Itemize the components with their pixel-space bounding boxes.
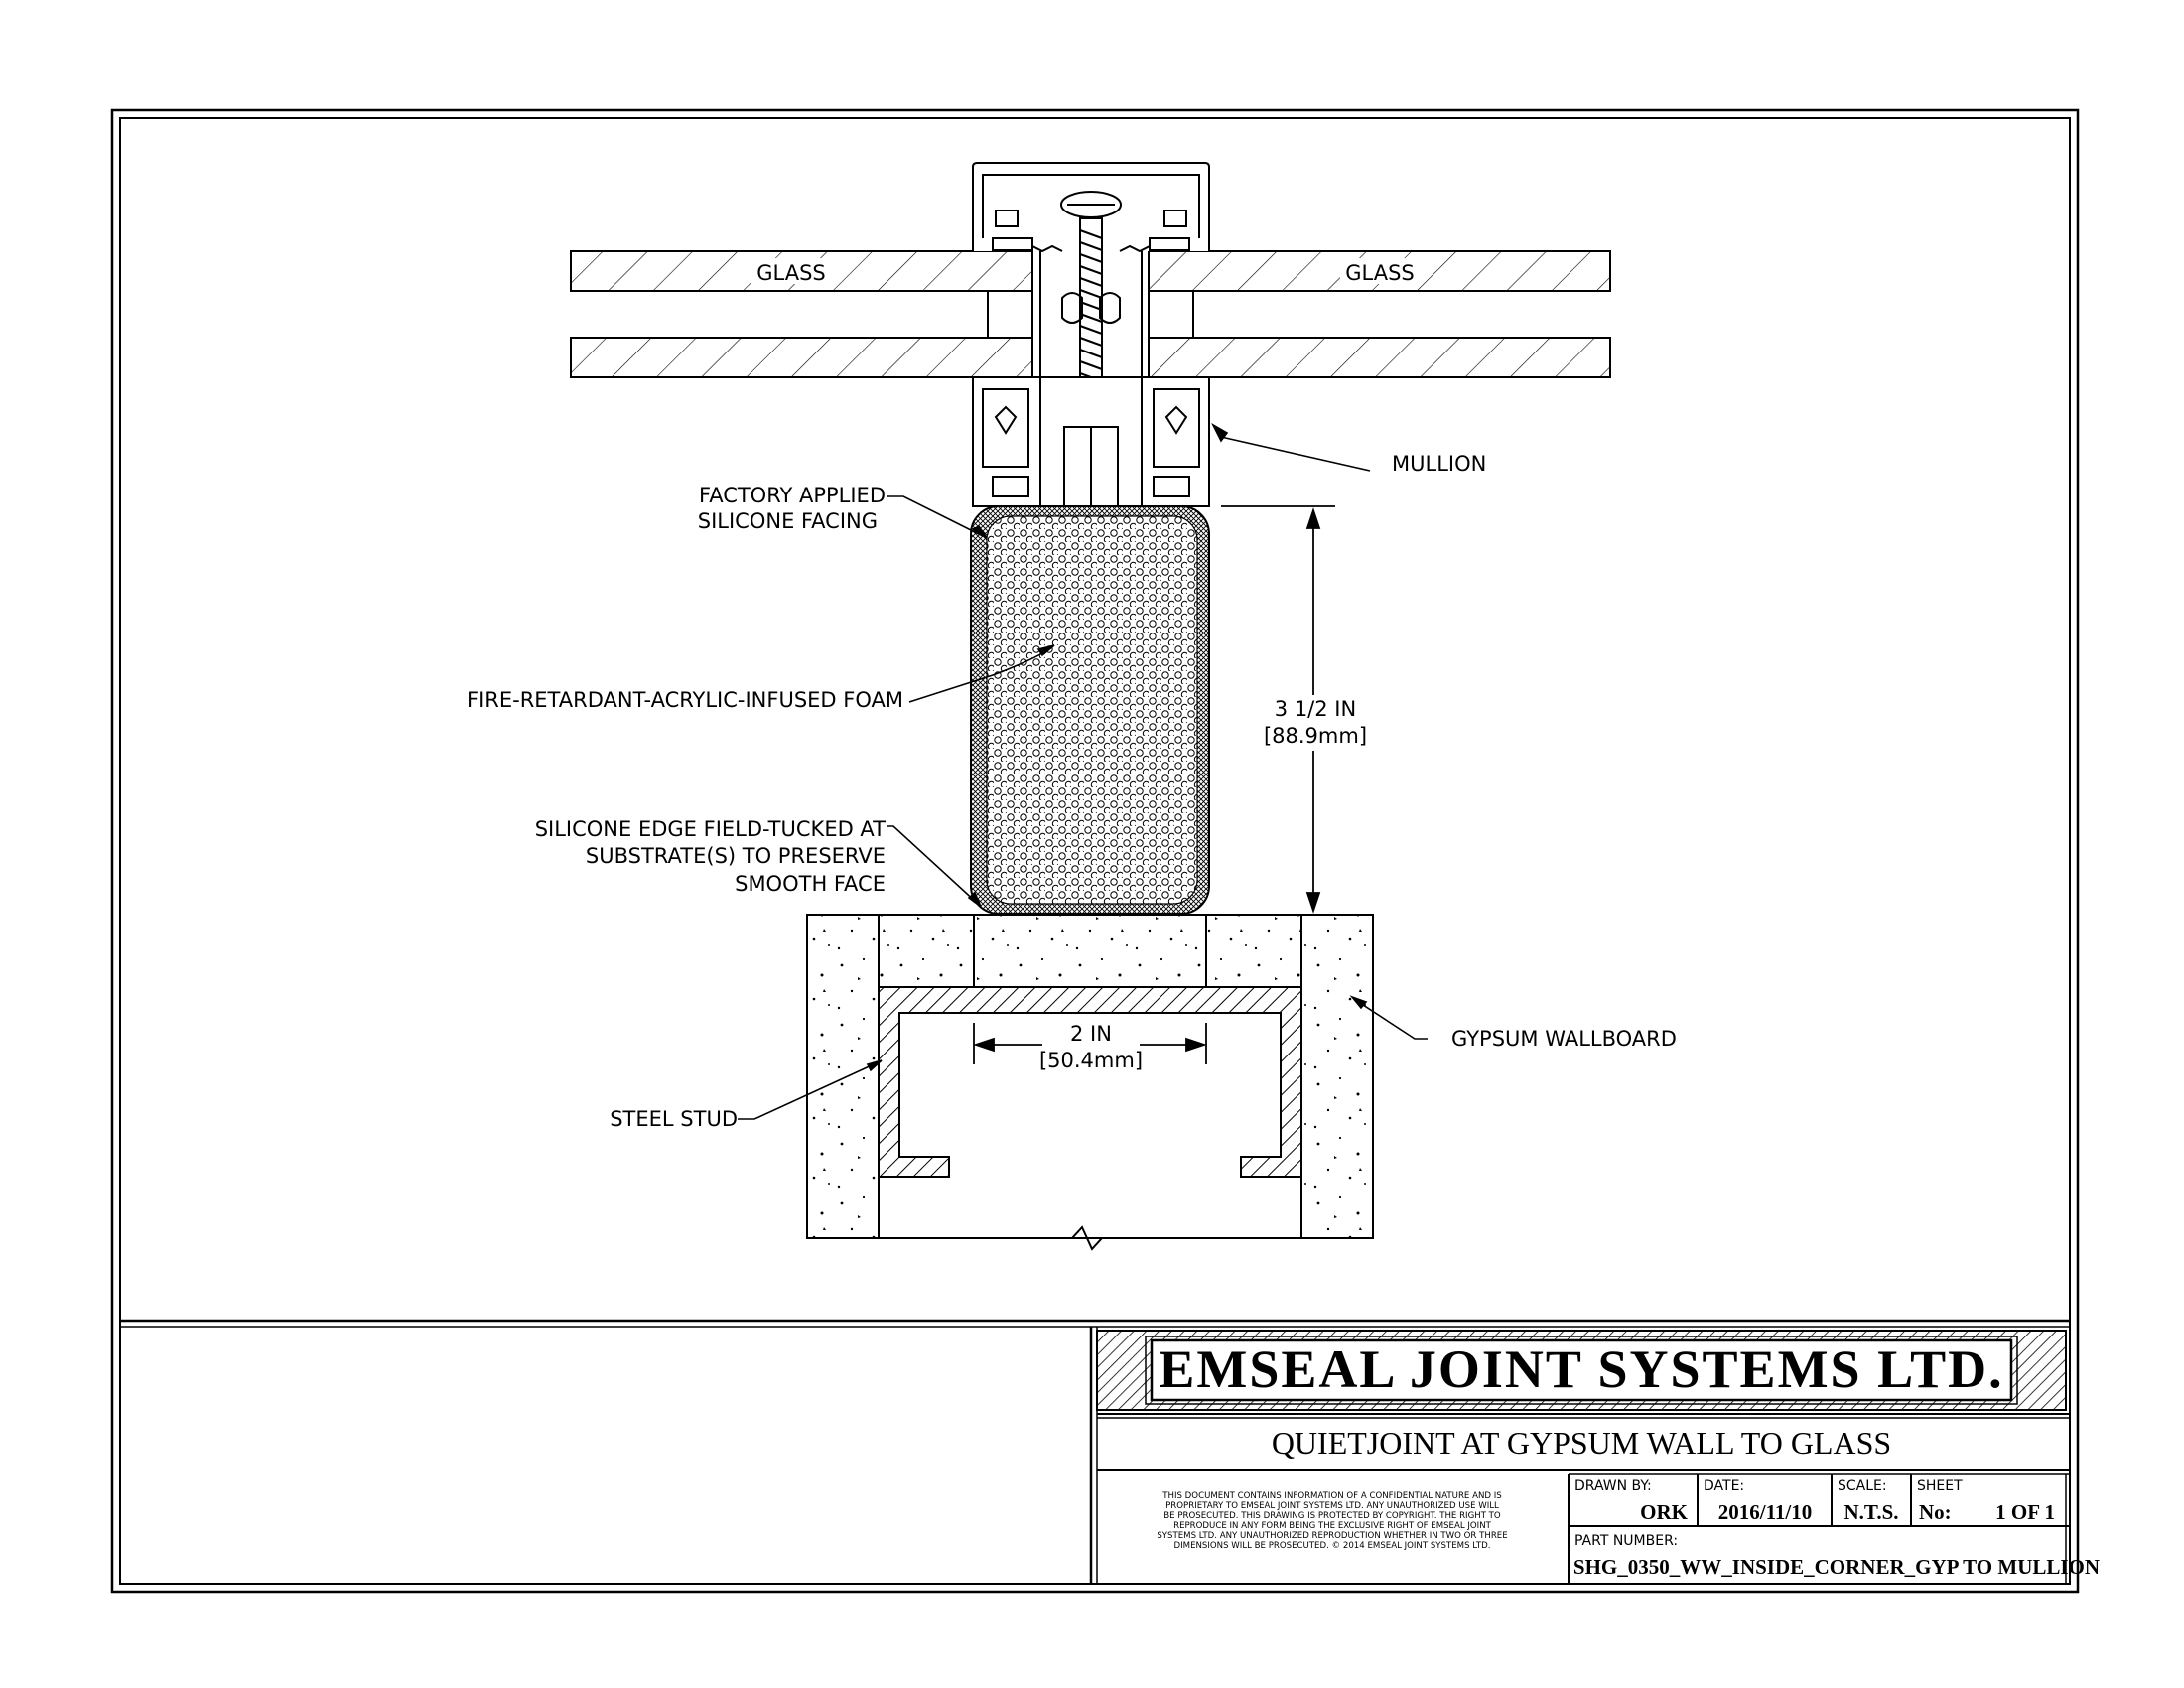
svg-text:THIS DOCUMENT CONTAINS INFORMA: THIS DOCUMENT CONTAINS INFORMATION OF A …	[1161, 1491, 1501, 1501]
dimension-width	[973, 1023, 1207, 1064]
svg-text:BE PROSECUTED. THIS DRAWING IS: BE PROSECUTED. THIS DRAWING IS PROTECTED…	[1163, 1511, 1501, 1521]
quietjoint-foam	[970, 505, 1210, 914]
glass-left-label: GLASS	[756, 261, 825, 285]
factory-label-2: SILICONE FACING	[698, 509, 878, 533]
glass-right-label: GLASS	[1345, 261, 1414, 285]
outer-border	[110, 108, 2080, 1594]
mullion	[972, 162, 1210, 507]
sheet-no-label: No:	[1919, 1500, 1952, 1524]
svg-text:REPRODUCE IN ANY FORM BEING TH: REPRODUCE IN ANY FORM BEING THE EXCLUSIV…	[1173, 1521, 1492, 1531]
gypsum-label: GYPSUM WALLBOARD	[1451, 1027, 1677, 1051]
drawing-title: QUIETJOINT AT GYPSUM WALL TO GLASS	[1272, 1425, 1891, 1461]
date-label: DATE:	[1704, 1478, 1744, 1494]
dim-height-metric: [88.9mm]	[1264, 724, 1367, 748]
dim-width-metric: [50.4mm]	[1039, 1049, 1143, 1072]
scale-label: SCALE:	[1838, 1478, 1887, 1494]
title-block	[1089, 1327, 2071, 1584]
dim-height-label: 3 1/2 IN	[1275, 697, 1356, 721]
drawn-by-value: ORK	[1640, 1500, 1689, 1524]
sheet-label: SHEET	[1917, 1478, 1963, 1494]
sheet-value: 1 OF 1	[1995, 1500, 2055, 1524]
mullion-label: MULLION	[1392, 452, 1486, 476]
part-number-label: PART NUMBER:	[1574, 1533, 1678, 1549]
edge-label-2: SUBSTRATE(S) TO PRESERVE	[586, 844, 886, 868]
wall-assembly	[806, 914, 1374, 1251]
date-value: 2016/11/10	[1718, 1500, 1813, 1524]
svg-text:PROPRIETARY TO EMSEAL JOINT SY: PROPRIETARY TO EMSEAL JOINT SYSTEMS LTD.…	[1165, 1501, 1499, 1511]
edge-label-3: SMOOTH FACE	[735, 872, 886, 896]
disclaimer: THIS DOCUMENT CONTAINS INFORMATION OF A …	[1157, 1491, 1507, 1551]
company-name: EMSEAL JOINT SYSTEMS LTD.	[1159, 1339, 2003, 1399]
svg-text:DIMENSIONS WILL BE PROSECUTED.: DIMENSIONS WILL BE PROSECUTED. © 2014 EM…	[1174, 1541, 1491, 1551]
drawn-by-label: DRAWN BY:	[1574, 1478, 1652, 1494]
glass-right	[1148, 250, 1611, 378]
svg-text:SYSTEMS LTD. ANY UNAUTHORIZED: SYSTEMS LTD. ANY UNAUTHORIZED REPRODUCTI…	[1157, 1531, 1507, 1541]
foam-label: FIRE-RETARDANT-ACRYLIC-INFUSED FOAM	[467, 688, 903, 712]
inner-border	[119, 117, 2071, 1585]
stud-label: STEEL STUD	[610, 1107, 738, 1131]
scale-value: N.T.S.	[1843, 1500, 1898, 1524]
leader-lines	[738, 422, 1428, 1120]
edge-label-1: SILICONE EDGE FIELD-TUCKED AT	[535, 817, 886, 841]
dim-width-label: 2 IN	[1070, 1022, 1112, 1046]
factory-label-1: FACTORY APPLIED	[699, 484, 886, 507]
part-number-value: SHG_0350_WW_INSIDE_CORNER_GYP TO MULLION	[1573, 1555, 2100, 1579]
